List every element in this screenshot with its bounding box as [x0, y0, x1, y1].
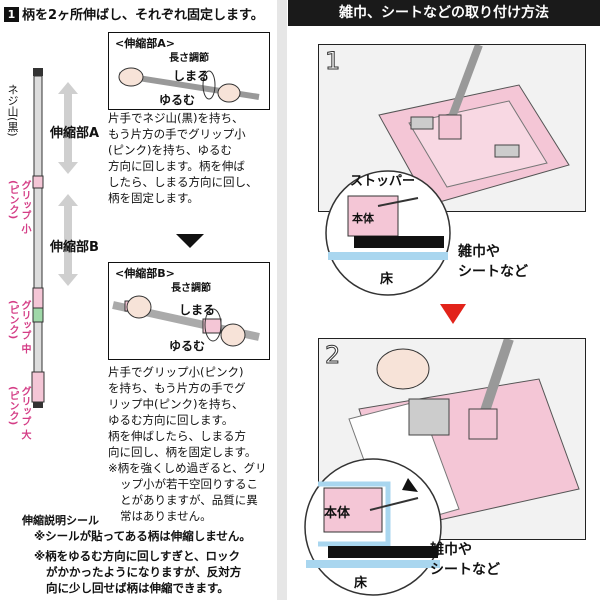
label-neji: ネジ山(黒)	[6, 84, 18, 137]
label-section-b: 伸縮部B	[50, 236, 99, 255]
detail-box-b: <伸縮部B> 長さ調節 しまる ゆるむ	[108, 262, 270, 360]
label-body-2: 本体	[324, 502, 350, 521]
label-grip-small-color: (ピンク)	[6, 180, 18, 219]
box-a-loosen: ゆるむ	[159, 91, 195, 108]
note-lock-line: 向に少し回せば柄は伸縮できます。	[34, 580, 241, 596]
desc-b-line: とがありますが、品質に異	[108, 492, 267, 508]
box-a-tighten: しまる	[173, 67, 209, 84]
down-red-triangle-icon	[440, 304, 466, 324]
cloth-line: 雑巾や	[430, 540, 500, 560]
detail-circle-2	[298, 454, 448, 600]
note-lock-line: がかかったようになりますが、反対方	[34, 564, 241, 580]
desc-b-line: を持ち、もう片方の手でグ	[108, 380, 267, 396]
label-floor-1: 床	[380, 268, 393, 287]
desc-a-line: 片手でネジ山(黒)を持ち、	[108, 110, 258, 126]
desc-b-line: リップ中(ピンク)を持ち、	[108, 396, 267, 412]
box-b-tighten: しまる	[179, 301, 215, 318]
box-a-adjust: 長さ調節	[169, 49, 209, 64]
box-b-adjust: 長さ調節	[171, 279, 211, 294]
cloth-line: シートなど	[458, 262, 528, 282]
desc-b-line: ップ小が若干空回りするこ	[108, 476, 267, 492]
desc-a-line: もう片方の手でグリップ小	[108, 126, 258, 142]
box-b-loosen: ゆるむ	[169, 337, 205, 354]
step-2-number: 2	[325, 341, 340, 369]
note-lock: ※柄をゆるむ方向に回しすぎと、ロック がかかったようになりますが、反対方 向に少…	[34, 548, 241, 596]
label-floor-2: 床	[354, 572, 367, 591]
label-cloth-2: 雑巾や シートなど	[430, 540, 500, 580]
desc-b-line: 向に回し、柄を固定します。	[108, 444, 267, 460]
label-stopper: ストッパー	[350, 170, 415, 189]
heading-text: 柄を2ヶ所伸ばし、それぞれ固定します。	[22, 8, 264, 23]
desc-b-line: 常はありません。	[108, 508, 267, 524]
right-panel: 雑巾、シートなどの取り付け方法 1 ストッパー 本体 床 雑巾や シートなど	[288, 0, 600, 600]
right-heading: 雑巾、シートなどの取り付け方法	[288, 0, 600, 26]
desc-b-line: ※柄を強くしめ過ぎると、グリ	[108, 460, 267, 476]
note-lock-line: ※柄をゆるむ方向に回しすぎと、ロック	[34, 548, 241, 564]
desc-a-line: したら、しまる方向に回し、	[108, 174, 258, 190]
desc-b-line: ゆるむ方向に回します。	[108, 412, 267, 428]
label-grip-small: グリップ 小	[18, 180, 30, 233]
label-grip-mid: グリップ 中	[18, 300, 30, 353]
note-seal: ※シールが貼ってある柄は伸縮しません。	[34, 528, 251, 544]
label-body-1: 本体	[352, 210, 374, 226]
label-grip-large: グリップ 大	[18, 386, 30, 439]
label-section-a: 伸縮部A	[50, 122, 99, 141]
label-grip-large-color: (ピンク)	[6, 386, 18, 425]
cloth-line: シートなど	[430, 560, 500, 580]
label-seal: 伸縮説明シール	[22, 512, 99, 528]
cloth-line: 雑巾や	[458, 242, 528, 262]
panel-separator	[277, 0, 287, 600]
description-b: 片手でグリップ小(ピンク) を持ち、もう片方の手でグ リップ中(ピンク)を持ち、…	[108, 364, 267, 524]
step-1-number: 1	[325, 47, 340, 75]
detail-box-a: <伸縮部A> 長さ調節 しまる ゆるむ	[108, 32, 270, 110]
desc-a-line: 方向に回します。柄を伸ば	[108, 158, 258, 174]
label-grip-mid-color: (ピンク)	[6, 300, 18, 339]
description-a: 片手でネジ山(黒)を持ち、 もう片方の手でグリップ小 (ピンク)を持ち、ゆるむ …	[108, 110, 258, 206]
down-triangle-icon	[176, 234, 204, 248]
desc-b-line: 柄を伸ばしたら、しまる方	[108, 428, 267, 444]
desc-a-line: (ピンク)を持ち、ゆるむ	[108, 142, 258, 158]
label-cloth-1: 雑巾や シートなど	[458, 242, 528, 282]
desc-a-line: 柄を固定します。	[108, 190, 258, 206]
desc-b-line: 片手でグリップ小(ピンク)	[108, 364, 267, 380]
step-number-badge: 1	[4, 7, 19, 22]
